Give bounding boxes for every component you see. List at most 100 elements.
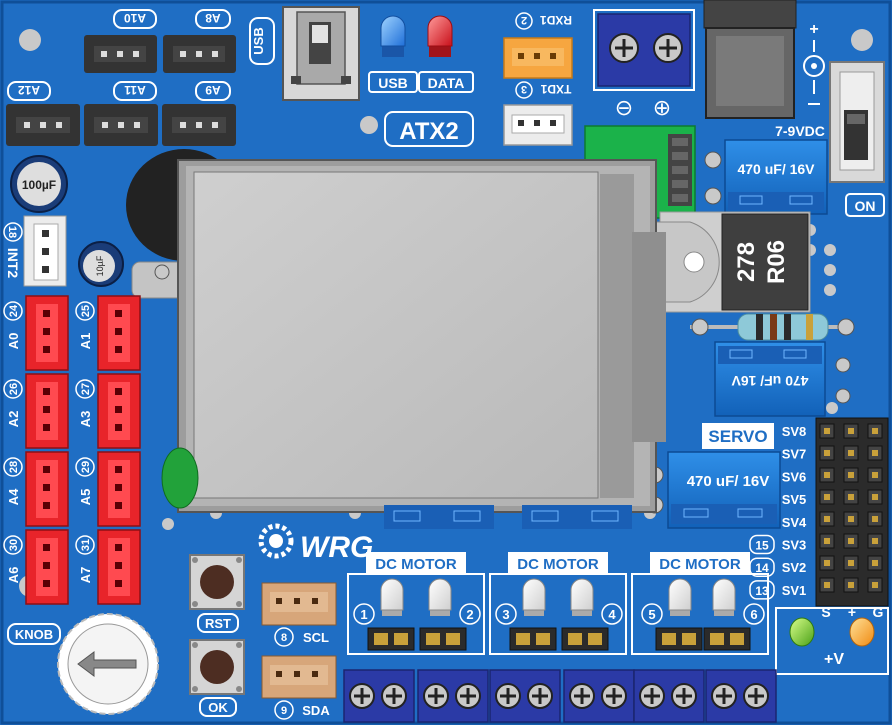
analog-label-text: A4 bbox=[6, 488, 21, 505]
dc-power-jack[interactable] bbox=[703, 0, 797, 119]
motor-jumper-4[interactable] bbox=[561, 627, 609, 651]
motor-terminal-screw-slot bbox=[644, 688, 660, 704]
servo-pin-contact bbox=[824, 582, 830, 588]
analog-label-text: A7 bbox=[78, 567, 93, 584]
ok-button[interactable] bbox=[189, 639, 245, 695]
rxd-connector[interactable] bbox=[503, 37, 573, 79]
motor-jumper-5[interactable] bbox=[655, 627, 703, 651]
servo-header-block[interactable] bbox=[815, 417, 889, 607]
servo-power-led-green bbox=[789, 617, 815, 647]
txd-connector[interactable] bbox=[503, 104, 573, 146]
motor-number-2: 2 bbox=[459, 603, 481, 625]
motor-jumper-3[interactable] bbox=[509, 627, 557, 651]
power-switch[interactable] bbox=[829, 61, 885, 183]
header-a12[interactable] bbox=[6, 104, 80, 146]
svg-text:WRG: WRG bbox=[300, 531, 373, 564]
analog-header-a5[interactable] bbox=[97, 451, 141, 527]
servo-port-sv7: SV7 bbox=[782, 447, 807, 462]
motor-led-dome bbox=[668, 578, 692, 611]
analog-header-a7[interactable] bbox=[97, 529, 141, 605]
servo-pin-contact bbox=[848, 516, 854, 522]
motor-led-base bbox=[670, 608, 690, 616]
motor-led-dome bbox=[380, 578, 404, 611]
sda-connector[interactable] bbox=[261, 655, 337, 699]
int2-label: 18 INT2 bbox=[3, 222, 23, 279]
usb-switch-label: USB bbox=[249, 17, 275, 65]
servo-port-sv5: SV5 bbox=[782, 492, 807, 507]
analog-header-a3[interactable] bbox=[97, 373, 141, 449]
motor-terminal-6[interactable] bbox=[705, 669, 777, 723]
usb-mode-switch[interactable] bbox=[282, 6, 360, 101]
reset-button[interactable] bbox=[189, 554, 245, 610]
analog-header-a1[interactable] bbox=[97, 295, 141, 371]
svg-text:INT2: INT2 bbox=[5, 248, 21, 279]
motor-number-text: 4 bbox=[608, 607, 616, 622]
analog-pin-number: 27 bbox=[80, 383, 92, 395]
analog-label-text: A3 bbox=[78, 411, 93, 428]
svg-text:18: 18 bbox=[6, 226, 18, 238]
motor-jumper-1[interactable] bbox=[367, 627, 415, 651]
motor-terminal-1[interactable] bbox=[343, 669, 415, 723]
svg-text:SERVO: SERVO bbox=[708, 427, 767, 446]
motor-number-text: 6 bbox=[750, 607, 757, 622]
servo-pin-contact bbox=[848, 472, 854, 478]
motor-terminal-screw-slot bbox=[428, 688, 444, 704]
motor-terminal-5[interactable] bbox=[633, 669, 705, 723]
servo-pin-contact bbox=[872, 560, 878, 566]
label-a8: A8 bbox=[195, 9, 231, 29]
motor-jumper-2[interactable] bbox=[419, 627, 467, 651]
motor-terminal-screw-slot bbox=[460, 688, 476, 704]
motor-terminal-3[interactable] bbox=[489, 669, 561, 723]
motor-terminal-4[interactable] bbox=[563, 669, 635, 723]
power-terminal-block[interactable] bbox=[593, 9, 695, 91]
svg-text:TXD1: TXD1 bbox=[540, 82, 571, 96]
analog-label-text: A6 bbox=[6, 567, 21, 584]
servo-pin-number: 13 bbox=[755, 584, 769, 598]
motor-jumper-contact bbox=[426, 633, 440, 645]
motor-jumper-contact bbox=[568, 633, 582, 645]
analog-header-a4[interactable] bbox=[25, 451, 69, 527]
header-a11[interactable] bbox=[84, 104, 158, 146]
usb-led-label: USB bbox=[368, 71, 418, 93]
motor-number-text: 3 bbox=[502, 607, 509, 622]
analog-header-a0[interactable] bbox=[25, 295, 69, 371]
int2-connector[interactable] bbox=[23, 215, 67, 287]
servo-pin-contact bbox=[848, 494, 854, 500]
motor-terminal-2[interactable] bbox=[417, 669, 489, 723]
analog-pin-number: 28 bbox=[8, 461, 20, 473]
knob-potentiometer[interactable] bbox=[57, 613, 159, 715]
servo-port-label: SV4 bbox=[782, 515, 807, 530]
label-a12-text: A12 bbox=[18, 83, 40, 97]
motor-number-3: 3 bbox=[495, 603, 517, 625]
resistor bbox=[690, 313, 855, 341]
motor-number-ring bbox=[353, 603, 375, 625]
dc-motor-3: DC MOTOR bbox=[631, 552, 769, 655]
svg-text:RXD1: RXD1 bbox=[540, 13, 572, 27]
capacitor-470uf-2: 470 uF/ 16V bbox=[714, 341, 851, 417]
header-a8[interactable] bbox=[163, 35, 236, 73]
servo-port-label: SV7 bbox=[782, 447, 807, 462]
data-led bbox=[427, 15, 453, 57]
power-on-label: ON bbox=[845, 193, 885, 217]
svg-text:ON: ON bbox=[855, 198, 876, 214]
motor-jumper-contact bbox=[516, 633, 530, 645]
svg-text:+: + bbox=[848, 604, 856, 620]
motor-terminal-screw-slot bbox=[386, 688, 402, 704]
svg-text:⊕: ⊕ bbox=[653, 95, 671, 120]
svg-text:RST: RST bbox=[205, 616, 231, 631]
servo-pin-contact bbox=[824, 428, 830, 434]
green-capacitor bbox=[161, 447, 199, 509]
svg-text:SCL: SCL bbox=[303, 630, 329, 645]
label-a10-text: A10 bbox=[124, 11, 146, 25]
motor-jumper-6[interactable] bbox=[703, 627, 751, 651]
header-a10[interactable] bbox=[84, 35, 157, 73]
analog-header-a6[interactable] bbox=[25, 529, 69, 605]
svg-text:R06: R06 bbox=[763, 240, 790, 284]
header-a9[interactable] bbox=[162, 104, 236, 146]
servo-pin-contact bbox=[824, 494, 830, 500]
analog-header-a2[interactable] bbox=[25, 373, 69, 449]
scl-connector[interactable] bbox=[261, 582, 337, 626]
